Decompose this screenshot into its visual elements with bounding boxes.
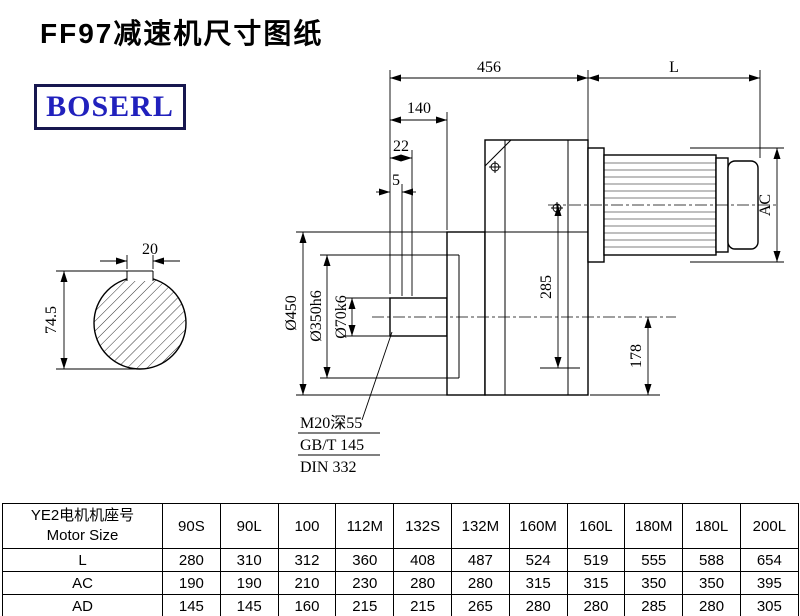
- note-standard-gbt: GB/T 145: [300, 437, 364, 454]
- dim-285-label: 285: [538, 275, 555, 299]
- table-column-header: 132S: [393, 503, 452, 549]
- brand-logo-text: BOSERL: [46, 90, 174, 123]
- shaft-section-view: 20 74.5: [43, 241, 187, 370]
- brand-logo: BOSERL: [34, 84, 186, 130]
- table-cell: 360: [335, 548, 395, 572]
- table-cell: 280: [682, 594, 741, 616]
- table-cell: 280: [508, 594, 568, 616]
- table-cell: 210: [277, 571, 337, 595]
- table-cell: 524: [508, 548, 568, 572]
- table-cell: 190: [219, 571, 279, 595]
- dim-178-label: 178: [628, 344, 645, 368]
- table-cell: 555: [624, 548, 684, 572]
- table-cell: 305: [739, 594, 799, 616]
- table-cell: 265: [450, 594, 510, 616]
- table-cell: 350: [682, 571, 741, 595]
- table-cell: 519: [566, 548, 626, 572]
- row-label: L: [2, 548, 163, 572]
- table-cell: 487: [450, 548, 510, 572]
- table-cell: 280: [162, 548, 221, 572]
- output-flange: [446, 231, 486, 396]
- table-cell: 145: [162, 594, 221, 616]
- gear-housing: [484, 139, 589, 396]
- motor-fins: [604, 162, 716, 248]
- table-cell: 285: [624, 594, 684, 616]
- table-cell: 215: [335, 594, 395, 616]
- table-cell: 280: [566, 594, 626, 616]
- table-column-header: 200L: [739, 503, 799, 549]
- table-row-L: L 280 310 312 360 408 487 524 519 555 58…: [2, 548, 799, 572]
- dimensions: 456 L 140 22 5 AC 285 178: [283, 59, 784, 396]
- motor-dimension-table: YE2电机机座号 Motor Size 90S 90L 100 112M 132…: [2, 503, 799, 616]
- table-column-header: 160M: [508, 503, 568, 549]
- table-cell: 408: [393, 548, 452, 572]
- table-column-header: 132M: [450, 503, 510, 549]
- table-column-header: 112M: [335, 503, 395, 549]
- table-column-header: 90S: [162, 503, 221, 549]
- dim-dia350-label: Ø350h6: [308, 290, 325, 342]
- motor-size-label-cn: YE2电机机座号: [30, 507, 135, 524]
- dim-456-label: 456: [477, 59, 501, 76]
- table-cell: 310: [219, 548, 279, 572]
- note-standard-din: DIN 332: [300, 459, 356, 476]
- row-label: AD: [2, 594, 163, 616]
- table-cell: 280: [393, 571, 452, 595]
- table-cell: 312: [277, 548, 337, 572]
- table-cell: 315: [508, 571, 568, 595]
- dim-dia450-label: Ø450: [283, 295, 300, 331]
- notes: M20深55 GB/T 145 DIN 332: [298, 331, 393, 476]
- note-tap-hole: M20深55: [300, 414, 362, 432]
- table-cell: 190: [162, 571, 221, 595]
- table-header-row: YE2电机机座号 Motor Size 90S 90L 100 112M 132…: [2, 503, 799, 549]
- bolt-marker: [489, 161, 501, 173]
- table-cell: 350: [624, 571, 684, 595]
- page-title: FF97减速机尺寸图纸: [40, 18, 324, 49]
- table-cell: 160: [277, 594, 337, 616]
- table-column-header: 160L: [566, 503, 626, 549]
- table-row-AC: AC 190 190 210 230 280 280 315 315 350 3…: [2, 571, 799, 595]
- dimension-drawing: 20 74.5: [43, 59, 784, 476]
- table-cell: 280: [450, 571, 510, 595]
- table-column-header: 100: [277, 503, 337, 549]
- table-row-AD: AD 145 145 160 215 215 265 280 280 285 2…: [2, 594, 799, 616]
- motor-size-label-en: Motor Size: [46, 527, 119, 544]
- dim-AC-label: AC: [757, 194, 774, 216]
- table-cell: 215: [393, 594, 452, 616]
- dim-L-label: L: [669, 59, 679, 76]
- table-cell: 395: [739, 571, 799, 595]
- table-cell: 230: [335, 571, 395, 595]
- table-column-header: 90L: [219, 503, 279, 549]
- table-cell: 315: [566, 571, 626, 595]
- table-header-motor-size: YE2电机机座号 Motor Size: [2, 503, 163, 549]
- dim-140-label: 140: [407, 100, 431, 117]
- table-column-header: 180M: [624, 503, 684, 549]
- table-column-header: 180L: [682, 503, 741, 549]
- table-cell: 654: [739, 548, 799, 572]
- dim-5-label: 5: [392, 172, 400, 189]
- dim-dia70-label: Ø70k6: [333, 295, 350, 339]
- dim-key-width-label: 20: [142, 241, 158, 258]
- dim-key-height-label: 74.5: [43, 306, 60, 334]
- table-cell: 588: [682, 548, 741, 572]
- table-cell: 145: [219, 594, 279, 616]
- row-label: AC: [2, 571, 163, 595]
- dim-22-label: 22: [393, 138, 409, 155]
